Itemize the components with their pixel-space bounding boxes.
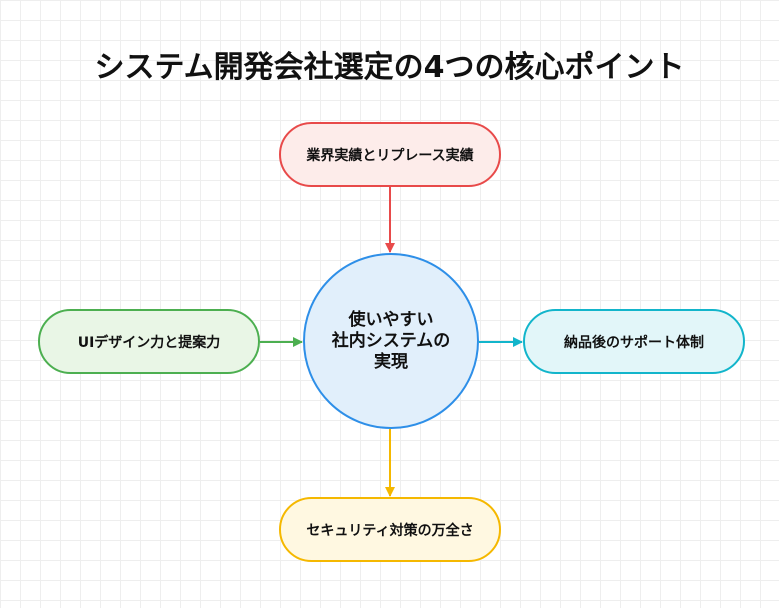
center-node-goal: 使いやすい 社内システムの 実現 (303, 253, 479, 429)
node-post-delivery-support: 納品後のサポート体制 (523, 309, 745, 374)
node-ui-design-proposal-label: UIデザイン力と提案力 (77, 334, 221, 351)
center-line-3: 実現 (374, 351, 408, 372)
node-security-measures-label: セキュリティ対策の万全さ (306, 522, 474, 539)
center-line-2: 社内システムの (331, 330, 451, 351)
node-ui-design-proposal: UIデザイン力と提案力 (38, 309, 260, 374)
center-line-1: 使いやすい (348, 309, 434, 330)
node-industry-track-record-label: 業界実績とリプレース実績 (306, 147, 474, 164)
diagram-title: システム開発会社選定の4つの核心ポイント (94, 50, 685, 85)
node-security-measures: セキュリティ対策の万全さ (279, 497, 501, 562)
node-post-delivery-support-label: 納品後のサポート体制 (564, 334, 704, 351)
node-industry-track-record: 業界実績とリプレース実績 (279, 122, 501, 187)
center-node-text: 使いやすい 社内システムの 実現 (332, 310, 451, 373)
